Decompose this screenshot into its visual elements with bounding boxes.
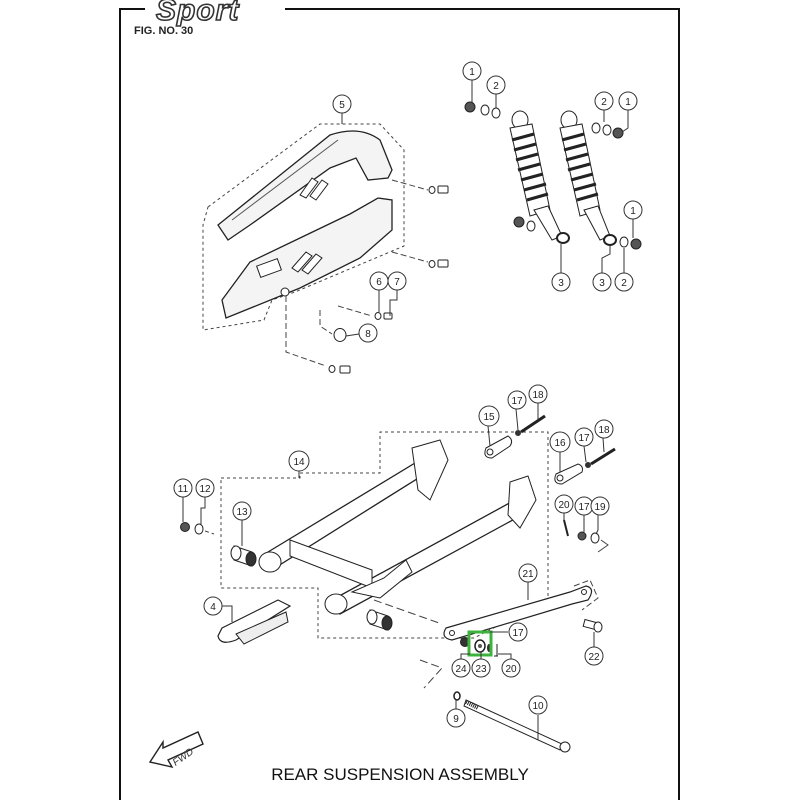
svg-text:17: 17 [512,628,524,639]
callout-1-shock-bottom-right[interactable]: 1 [623,200,643,220]
brand-logo: Sport [150,0,246,26]
svg-text:16: 16 [554,438,566,449]
callout-2-shock-bottom[interactable]: 2 [614,272,634,292]
svg-text:13: 13 [236,507,248,518]
svg-text:18: 18 [598,425,610,436]
svg-text:2: 2 [493,81,499,92]
callout-1-shock-top-right[interactable]: 1 [618,91,638,111]
svg-text:22: 22 [588,652,600,663]
swing-arm-dashed-outline [220,431,549,639]
callout-2-shock-top-left[interactable]: 2 [486,75,506,95]
svg-text:20: 20 [558,500,570,511]
swing-arm-tube-lower [331,499,523,615]
bolt-18-b [585,447,616,468]
pin-20-a [563,519,569,537]
svg-text:8: 8 [365,329,371,340]
svg-text:17: 17 [578,433,590,444]
svg-text:23: 23 [475,664,487,675]
svg-text:1: 1 [469,67,475,78]
chain-case-fasteners [328,185,449,374]
callout-17-c[interactable]: 17 [574,496,594,516]
svg-text:9: 9 [453,714,459,725]
callout-20-a[interactable]: 20 [554,494,574,514]
bracket-15 [484,435,513,459]
svg-text:20: 20 [505,664,517,675]
callout-18-b[interactable]: 18 [594,419,614,439]
callout-16[interactable]: 16 [549,431,571,453]
svg-text:7: 7 [394,277,400,288]
svg-text:21: 21 [522,569,534,580]
callout-9[interactable]: 9 [446,708,466,728]
svg-text:11: 11 [178,484,189,495]
callouts: 1 2 2 1 1 3 3 2 5 6 7 8 14 11 12 13 4 15… [173,61,643,728]
callout-1-shock-top-left[interactable]: 1 [462,61,482,81]
svg-text:2: 2 [621,278,627,289]
chain-case-upper [217,130,393,241]
bush-13 [230,545,257,567]
svg-text:18: 18 [532,390,544,401]
callout-17-d[interactable]: 17 [508,622,528,642]
svg-text:2: 2 [601,97,607,108]
callout-24[interactable]: 24 [451,658,471,678]
svg-text:12: 12 [199,484,211,495]
callout-21[interactable]: 21 [518,563,538,583]
svg-text:17: 17 [578,502,590,513]
chain-slider [217,599,292,645]
callout-19[interactable]: 19 [590,496,610,516]
svg-text:17: 17 [511,396,523,407]
callout-3-right[interactable]: 3 [592,272,612,292]
callout-8[interactable]: 8 [358,323,378,343]
bracket-16 [554,463,583,485]
figure-number: FIG. NO. 30 [134,25,194,37]
swing-arm-group [180,431,549,645]
callout-18-a[interactable]: 18 [528,384,548,404]
axle-10 [463,699,571,753]
svg-text:14: 14 [293,457,305,468]
callout-4[interactable]: 4 [203,596,223,616]
shock-right [559,110,617,246]
svg-text:3: 3 [558,278,564,289]
fwd-arrow-icon [148,731,204,769]
svg-text:3: 3 [599,278,605,289]
highlight-box-part-23[interactable] [467,630,493,657]
callout-13[interactable]: 13 [232,501,252,521]
svg-text:4: 4 [210,602,216,613]
shock-left [509,110,570,244]
callout-11[interactable]: 11 [173,478,193,498]
shock-fasteners [464,101,642,250]
callout-15[interactable]: 15 [478,405,500,427]
svg-text:5: 5 [339,100,345,111]
callout-leaders [182,80,634,740]
svg-text:6: 6 [376,277,382,288]
callout-22[interactable]: 22 [584,646,604,666]
svg-text:1: 1 [625,97,631,108]
shock-absorbers [464,101,642,250]
swing-arm-crossmember [289,539,373,589]
bolt-22 [582,618,603,633]
callout-2-shock-top-right[interactable]: 2 [594,91,614,111]
chain-case-group [202,123,449,374]
callout-20-b[interactable]: 20 [501,658,521,678]
callout-23[interactable]: 23 [471,658,491,678]
svg-text:10: 10 [532,701,544,712]
callout-14[interactable]: 14 [288,450,310,472]
callout-17-a[interactable]: 17 [507,390,527,410]
torque-rod-21 [443,585,593,641]
svg-text:19: 19 [594,502,606,513]
callout-12[interactable]: 12 [195,478,215,498]
diagram-title: REAR SUSPENSION ASSEMBLY [271,765,529,784]
bush-lower [366,609,393,631]
callout-10[interactable]: 10 [528,695,548,715]
callout-3-left[interactable]: 3 [551,272,571,292]
svg-text:15: 15 [483,412,495,423]
callout-6[interactable]: 6 [369,271,389,291]
callout-5[interactable]: 5 [332,94,352,114]
bolt-18-a [515,414,546,436]
callout-17-b[interactable]: 17 [574,427,594,447]
callout-7[interactable]: 7 [387,271,407,291]
svg-text:1: 1 [630,206,636,217]
page-frame [119,8,680,800]
svg-text:24: 24 [455,664,467,675]
